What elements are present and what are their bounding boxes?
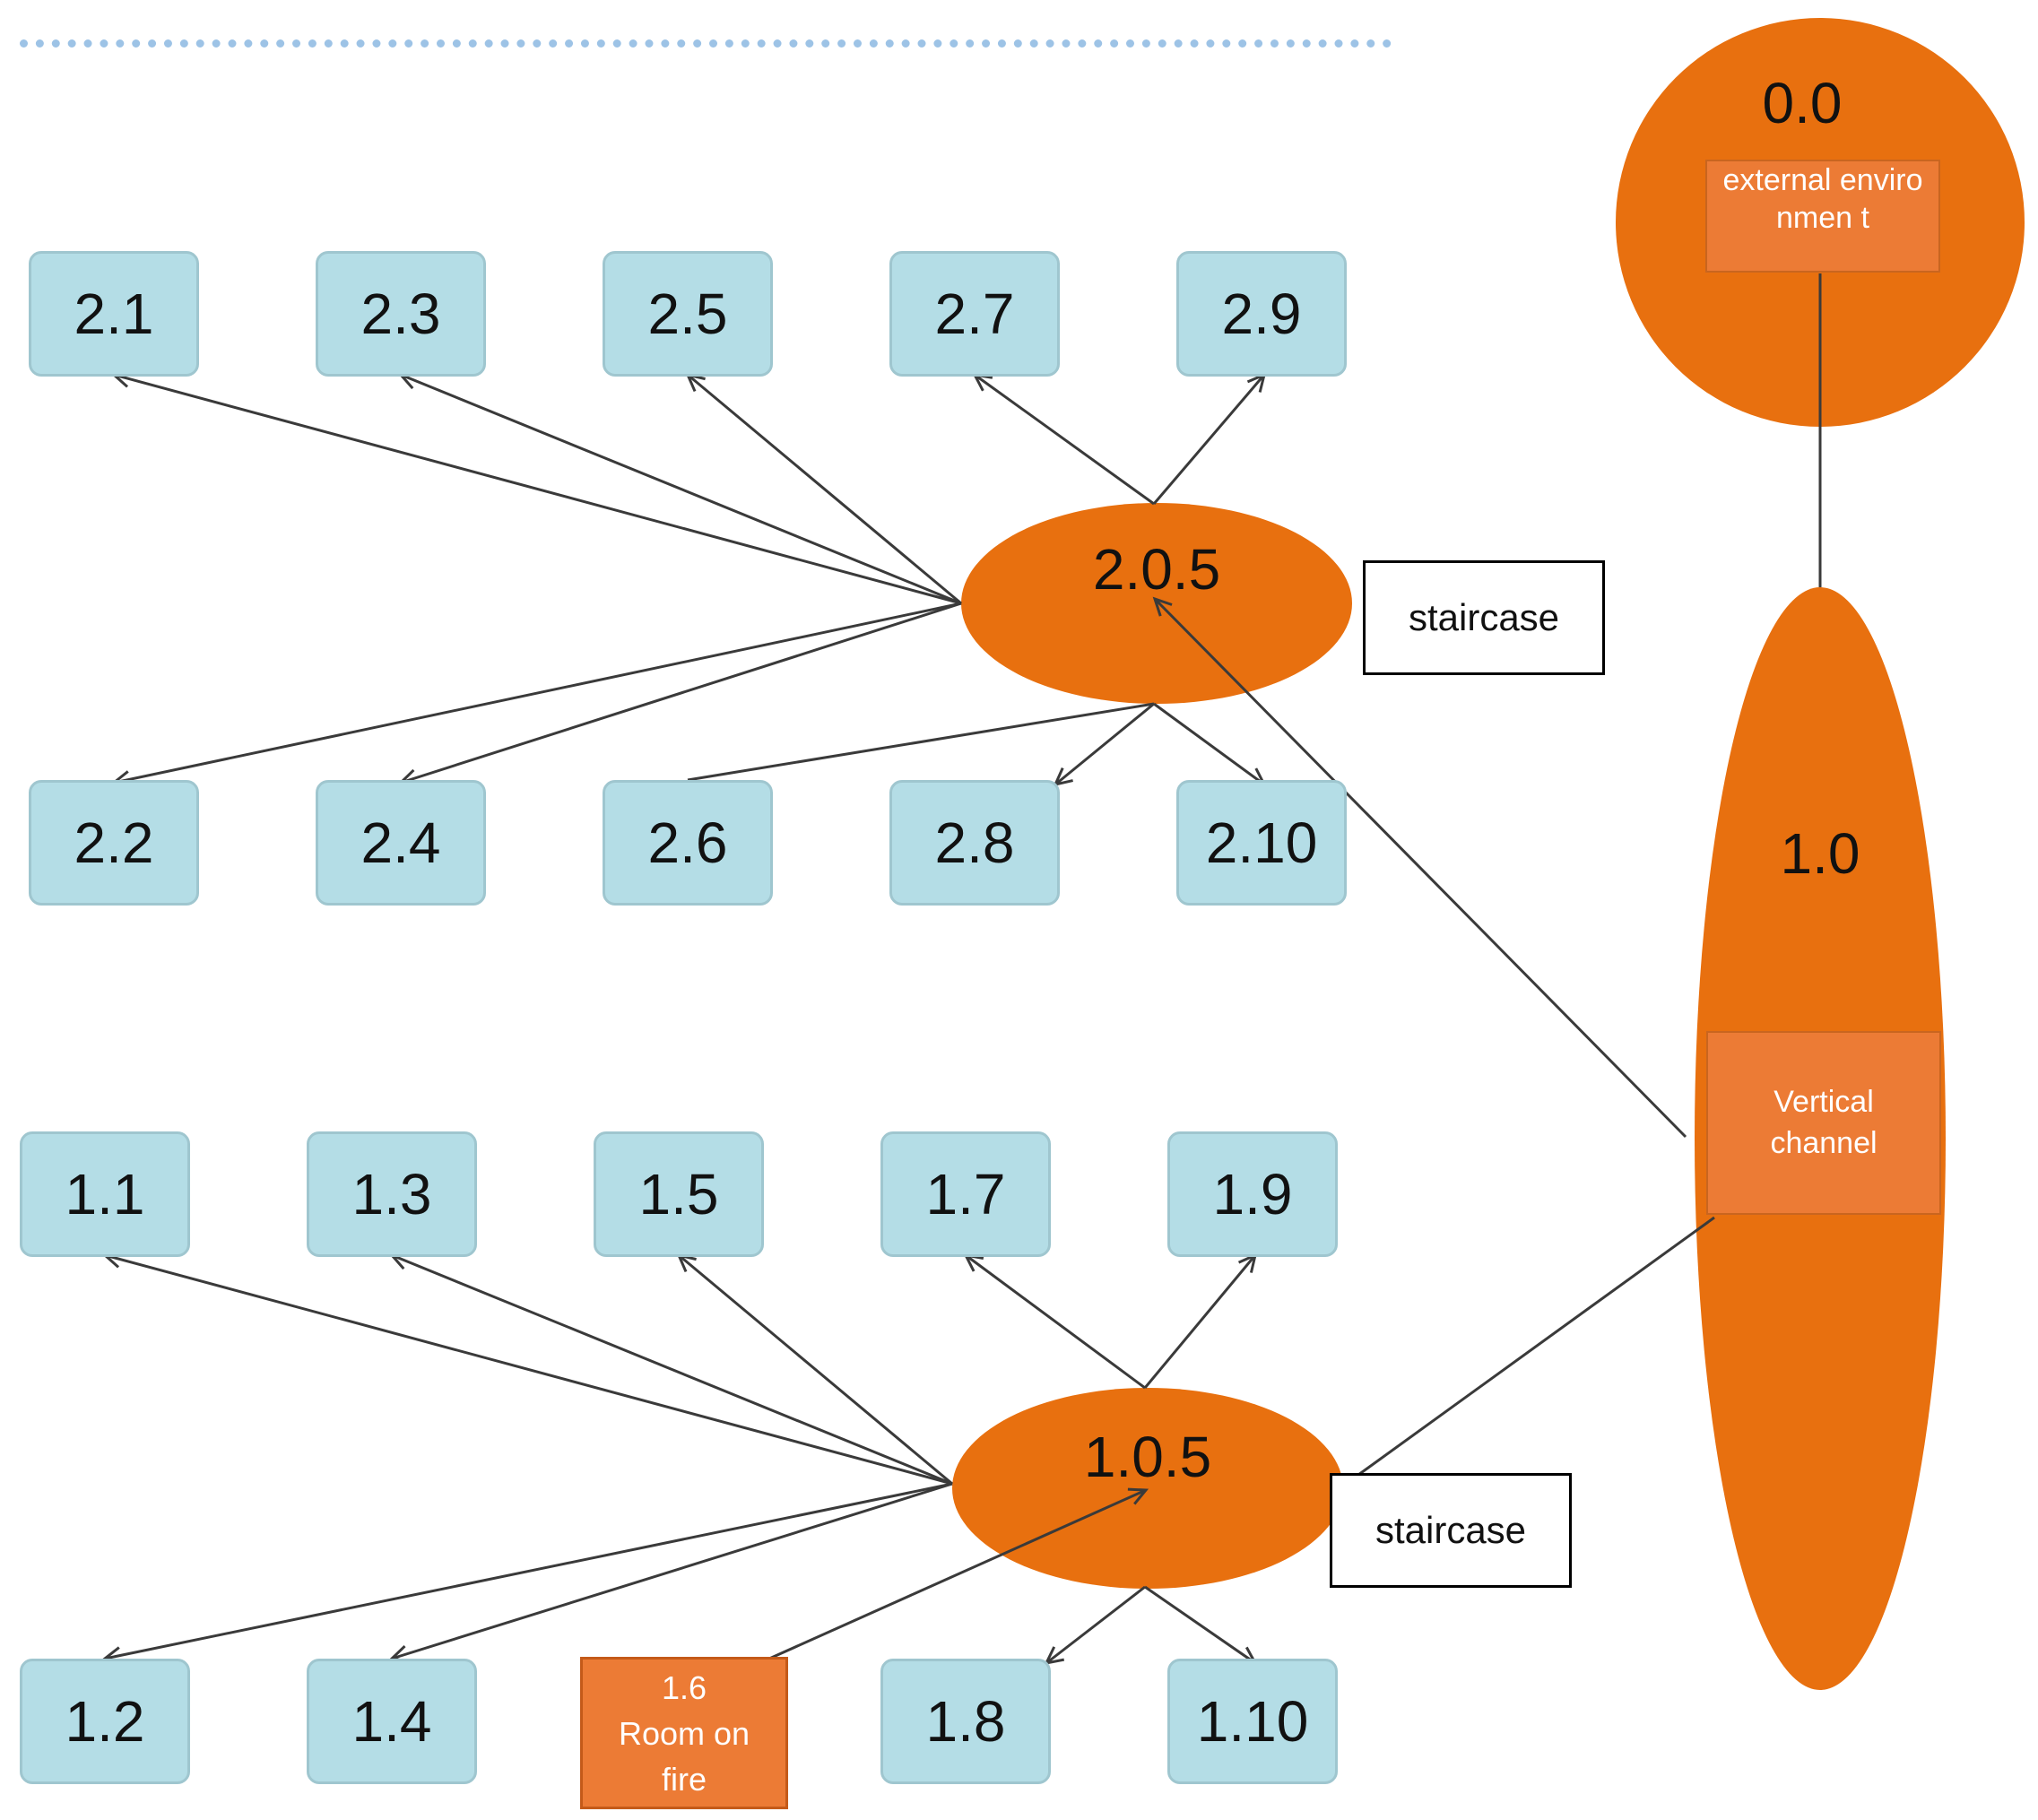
edge-105-to-1.7	[963, 1253, 1146, 1390]
fire-room-line1: Room on	[618, 1715, 750, 1752]
room-2.2: 2.2	[29, 780, 199, 906]
edge-205-to-2.1	[110, 369, 962, 605]
edge-205-to-2.4	[397, 602, 962, 787]
edge-205-to-2.9	[1152, 372, 1267, 505]
edge-105-to-1.8	[1044, 1585, 1146, 1666]
vertical-channel-label: Vertical channel	[1770, 1085, 1878, 1160]
room-1.2: 1.2	[20, 1659, 190, 1784]
room-1.4: 1.4	[307, 1659, 477, 1784]
edge-205-to-2.5	[685, 372, 962, 605]
dotted-divider	[20, 39, 1392, 48]
room-1.5: 1.5	[594, 1131, 764, 1257]
floor1-hub-label: 1.0.5	[1083, 1425, 1212, 1489]
edge-1.6-to-105	[768, 1487, 1149, 1660]
edge-105-to-1.3	[388, 1252, 953, 1486]
external-node-label: 0.0	[1762, 71, 1843, 135]
floor2-hub-label: 2.0.5	[1092, 537, 1221, 602]
edge-2.6-to-205	[687, 702, 1155, 782]
floor2-staircase-node	[961, 503, 1352, 704]
edge-105-to-1.1	[101, 1250, 953, 1486]
vertical-channel-box: Vertical channel	[1706, 1031, 1941, 1215]
room-1.6-on-fire: 1.6 Room on fire	[580, 1657, 788, 1809]
vertical-node-label: 1.0	[1780, 821, 1860, 886]
floor2-staircase-tag: staircase	[1363, 560, 1605, 675]
edge-105-to-1.2	[101, 1482, 953, 1665]
edge-205-to-2.7	[972, 373, 1155, 506]
room-2.9: 2.9	[1176, 251, 1347, 377]
room-1.8: 1.8	[880, 1659, 1051, 1784]
edge-105-to-1.9	[1143, 1252, 1258, 1389]
edges-plain	[687, 273, 1822, 1477]
edge-vertical-to-105	[1357, 1216, 1715, 1477]
room-2.5: 2.5	[603, 251, 773, 377]
edge-205-to-2.10	[1153, 702, 1267, 786]
edge-205-to-2.3	[397, 371, 962, 605]
room-1.3: 1.3	[307, 1131, 477, 1257]
room-2.8: 2.8	[889, 780, 1060, 906]
edge-105-to-1.4	[388, 1482, 953, 1663]
room-1.1: 1.1	[20, 1131, 190, 1257]
edges-floor2	[110, 369, 1687, 1139]
room-1.9: 1.9	[1167, 1131, 1338, 1257]
room-2.3: 2.3	[316, 251, 486, 377]
edge-205-to-2.8	[1053, 702, 1155, 787]
room-2.10: 2.10	[1176, 780, 1347, 906]
edge-105-to-1.5	[676, 1252, 953, 1486]
edge-105-to-1.10	[1144, 1585, 1258, 1665]
room-1.7: 1.7	[880, 1131, 1051, 1257]
external-environment-box: external environmen t	[1705, 160, 1940, 273]
fire-room-line2: fire	[661, 1761, 707, 1798]
room-2.4: 2.4	[316, 780, 486, 906]
edge-205-to-2.2	[110, 602, 962, 789]
room-2.6: 2.6	[603, 780, 773, 906]
floor1-staircase-tag: staircase	[1330, 1473, 1572, 1588]
room-1.10: 1.10	[1167, 1659, 1338, 1784]
edges-floor1	[101, 1250, 1258, 1666]
room-2.7: 2.7	[889, 251, 1060, 377]
room-2.1: 2.1	[29, 251, 199, 377]
edge-vertical-to-205	[1152, 596, 1687, 1139]
fire-room-number: 1.6	[661, 1669, 707, 1706]
